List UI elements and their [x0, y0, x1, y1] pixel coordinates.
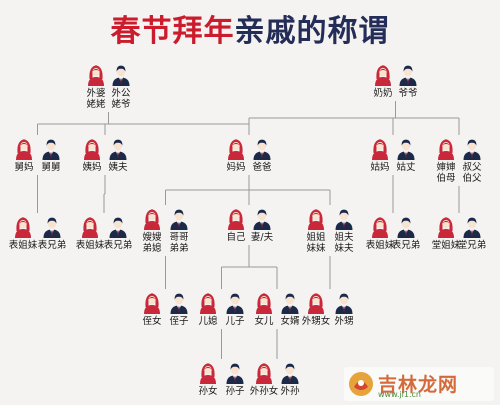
man-icon: [394, 136, 418, 160]
person-label-shushu: 叔父伯父: [462, 162, 482, 184]
person-label-jiefu: 姐夫妹夫: [334, 232, 354, 254]
man-icon: [332, 206, 356, 230]
person-label-erxi: 儿媳: [198, 316, 218, 327]
person-label-bxd1: 表兄弟: [37, 240, 67, 251]
person-label-ws: 外甥: [334, 316, 354, 327]
man-icon: [40, 214, 64, 238]
person-label-ziji: 自己: [226, 232, 246, 243]
woman-icon: [304, 206, 328, 230]
woman-icon: [78, 214, 102, 238]
person-label-saosao: 嫂嫂弟媳: [142, 232, 162, 254]
man-icon: [396, 62, 420, 86]
man-icon: [278, 360, 302, 384]
woman-icon: [80, 136, 104, 160]
man-icon: [39, 136, 63, 160]
woman-icon: [252, 290, 276, 314]
person-label-qifu: 妻/夫: [250, 232, 274, 243]
watermark-name: 吉林龙网: [378, 374, 459, 396]
person-label-zhizi: 侄子: [169, 316, 189, 327]
person-label-zhinv: 侄女: [142, 316, 162, 327]
woman-icon: [140, 206, 164, 230]
person-label-bxd3: 表兄弟: [391, 240, 421, 251]
woman-icon: [252, 360, 276, 384]
person-label-nainai: 奶奶: [373, 88, 393, 99]
person-label-mama: 妈妈: [226, 162, 246, 173]
man-icon: [250, 136, 274, 160]
person-label-jiujiu: 舅舅: [41, 162, 61, 173]
person-label-jiejie: 姐姐妹妹: [306, 232, 326, 254]
person-label-txd: 堂兄弟: [457, 240, 487, 251]
person-label-bjm3: 表姐妹: [365, 240, 395, 251]
woman-icon: [434, 136, 458, 160]
person-label-yima: 姨妈: [82, 162, 102, 173]
woman-icon: [11, 214, 35, 238]
woman-icon: [84, 62, 108, 86]
person-label-waipo: 外婆姥姥: [86, 88, 106, 110]
man-icon: [167, 206, 191, 230]
woman-icon: [434, 214, 458, 238]
person-label-wsn: 外甥女: [301, 316, 331, 327]
watermark-logo-icon: [349, 372, 373, 396]
person-label-yeye: 爷爷: [398, 88, 418, 99]
person-label-nvxu: 女婿: [280, 316, 300, 327]
man-icon: [332, 290, 356, 314]
man-icon: [223, 360, 247, 384]
person-label-bjm2: 表姐妹: [75, 240, 105, 251]
person-label-yifu: 姨夫: [108, 162, 128, 173]
man-icon: [167, 290, 191, 314]
woman-icon: [196, 360, 220, 384]
woman-icon: [140, 290, 164, 314]
person-label-shenshen: 婶婶伯母: [436, 162, 456, 184]
person-label-tjm: 堂姐妹: [431, 240, 461, 251]
page-title: 春节拜年亲戚的称谓: [0, 6, 500, 50]
woman-icon: [196, 290, 220, 314]
woman-icon: [12, 136, 36, 160]
person-label-baba: 爸爸: [252, 162, 272, 173]
man-icon: [394, 214, 418, 238]
woman-icon: [224, 136, 248, 160]
person-label-guma: 姑妈: [370, 162, 390, 173]
man-icon: [250, 206, 274, 230]
woman-icon: [368, 136, 392, 160]
person-label-sunnv: 孙女: [198, 386, 218, 397]
person-label-erzi: 儿子: [225, 316, 245, 327]
person-label-nver: 女儿: [254, 316, 274, 327]
woman-icon: [368, 214, 392, 238]
man-icon: [106, 214, 130, 238]
man-icon: [223, 290, 247, 314]
person-label-waigong: 外公姥爷: [111, 88, 131, 110]
man-icon: [460, 136, 484, 160]
man-icon: [278, 290, 302, 314]
man-icon: [109, 62, 133, 86]
man-icon: [460, 214, 484, 238]
woman-icon: [371, 62, 395, 86]
woman-icon: [224, 206, 248, 230]
person-label-bjm1: 表姐妹: [8, 240, 38, 251]
watermark: 吉林龙网 www.jl1.cn: [344, 367, 494, 401]
person-label-jiuma: 舅妈: [14, 162, 34, 173]
title-part-navy: 亲戚的称谓: [234, 14, 390, 49]
title-part-red: 春节拜年: [110, 14, 235, 49]
person-label-guzhang: 姑丈: [396, 162, 416, 173]
person-label-sunzi: 孙子: [225, 386, 245, 397]
person-label-wsnv: 外孙女: [249, 386, 279, 397]
person-label-wsun: 外孙: [280, 386, 300, 397]
woman-icon: [304, 290, 328, 314]
person-label-bxd2: 表兄弟: [103, 240, 133, 251]
person-label-gege: 哥哥弟弟: [169, 232, 189, 254]
watermark-url: www.jl1.cn: [378, 390, 421, 399]
man-icon: [106, 136, 130, 160]
